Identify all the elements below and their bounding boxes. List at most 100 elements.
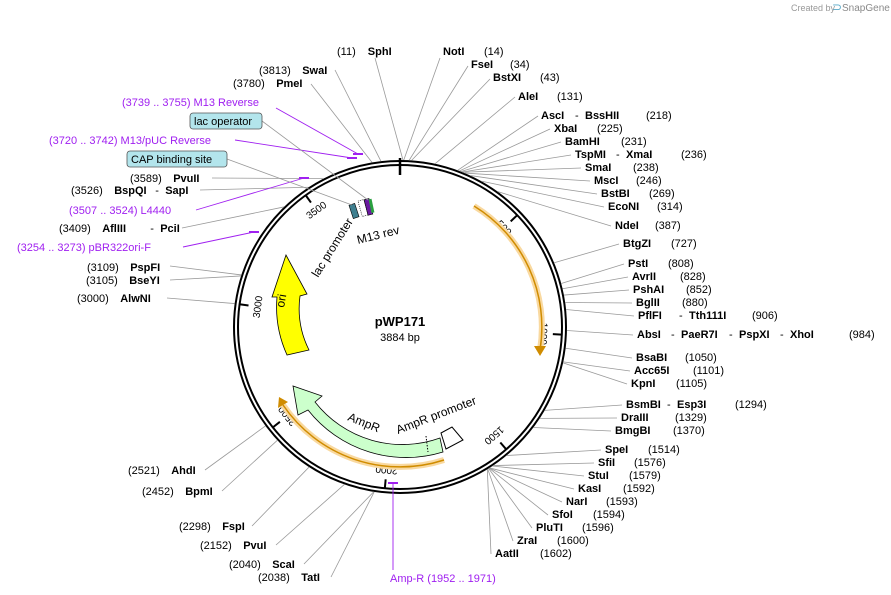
tick-label: 3500 (305, 200, 330, 222)
enzyme-label-smai[interactable]: SmaI(238) (585, 162, 659, 174)
enzyme-label-spei[interactable]: SpeI(1514) (605, 444, 680, 456)
enzyme-name: NdeI (615, 220, 639, 232)
enzyme-label-tati[interactable]: (2038)TatI (258, 572, 320, 584)
cap-site-feature[interactable] (348, 203, 360, 219)
enzyme-position: (11) (337, 46, 356, 58)
enzyme-label-acc65i[interactable]: Acc65I (1101) (634, 365, 724, 377)
enzyme-label-swai[interactable]: (3813)SwaI (259, 65, 327, 77)
enzyme-label-alwni[interactable]: (3000)AlwNI (77, 293, 151, 305)
primer-m13puc[interactable]: (3720 .. 3742) M13/pUC Reverse (49, 135, 357, 159)
enzyme-label-asci[interactable]: AscI-BssHII(218) (541, 110, 672, 122)
enzyme-label-bmgbi[interactable]: BmgBI(1370) (615, 425, 705, 437)
enzyme-label-kasi[interactable]: KasI(1592) (578, 483, 655, 495)
enzyme-label-xbai[interactable]: XbaI(225) (554, 123, 623, 135)
primer-pbr322[interactable]: (3254 .. 3273) pBR322ori-F (17, 231, 259, 254)
ori-feature[interactable] (271, 253, 310, 356)
enzyme-label-econi[interactable]: EcoNI(314) (608, 201, 683, 213)
enzyme-label-ndei[interactable]: NdeI(387) (615, 220, 681, 232)
orf-arrow-2 (282, 404, 445, 468)
enzyme-leader (181, 206, 285, 229)
enzyme-leader (561, 263, 625, 284)
enzyme-leader (533, 427, 612, 432)
enzyme-separator: - (616, 149, 620, 161)
enzyme-label-bpmi[interactable]: (2452)BpmI (142, 486, 213, 498)
enzyme-label-bseyi[interactable]: (3105)BseYI (86, 275, 160, 287)
enzyme-leader (493, 462, 595, 466)
enzyme-label-kpni[interactable]: KpnI(1105) (631, 378, 707, 390)
enzyme-name: ZraI (517, 535, 537, 547)
enzyme-label-nari[interactable]: NarI(1593) (566, 496, 638, 508)
enzyme-name: SapI (165, 185, 188, 197)
enzyme-position: (231) (621, 136, 647, 148)
enzyme-label-afliii[interactable]: (3409)AflIII-PciI (59, 223, 180, 235)
enzyme-label-aatii[interactable]: AatII(1602) (495, 548, 572, 560)
primer-label: (3720 .. 3742) M13/pUC Reverse (49, 135, 211, 147)
tag-leader (261, 120, 369, 201)
enzyme-label-pvui[interactable]: (2152)PvuI (200, 540, 266, 552)
tick-mark (499, 441, 507, 450)
enzyme-label-zrai[interactable]: ZraI(1600) (517, 535, 589, 547)
enzyme-name: PvuI (243, 540, 266, 552)
m13-rev-label: M13 rev (355, 223, 400, 247)
enzyme-label-bstzi[interactable]: BtgZI(727) (623, 238, 697, 250)
enzyme-label-scai[interactable]: (2040)ScaI (229, 559, 295, 571)
enzyme-label-pvuii[interactable]: (3589)PvuII (130, 173, 199, 185)
enzyme-name: NotI (443, 46, 464, 58)
enzyme-name: XmaI (626, 149, 652, 161)
tag-lac-operator[interactable]: lac operator (189, 112, 369, 201)
enzyme-name: PciI (160, 223, 180, 235)
enzyme-label-fspi[interactable]: (2298)FspI (179, 521, 245, 533)
enzyme-label-psti[interactable]: PstI(808) (628, 258, 694, 270)
lac-operator-feature[interactable] (368, 198, 375, 214)
enzyme-position: (3109) (87, 262, 119, 274)
enzyme-label-bsmbi[interactable]: BsmBI-Esp3I(1294) (626, 399, 767, 411)
enzyme-label-pflfi[interactable]: PflFI-Tth111I(906) (638, 310, 778, 322)
enzyme-label-bstbi[interactable]: BstBI(269) (601, 188, 675, 200)
enzyme-label-bglii[interactable]: BglII(880) (636, 297, 708, 309)
enzyme-label-ahdi[interactable]: (2521)AhdI (128, 465, 196, 477)
primer-m13rev[interactable]: (3739 .. 3755) M13 Reverse (122, 97, 363, 155)
primer-ampr[interactable]: Amp-R (1952 .. 1971) (388, 482, 496, 585)
tick-mark (304, 194, 312, 204)
enzyme-label-pspfi[interactable]: (3109)PspFI (87, 262, 160, 274)
primer-l4440[interactable]: (3507 .. 3524) L4440 (69, 177, 309, 217)
enzyme-label-pshai[interactable]: PshAI(852) (633, 284, 712, 296)
ampr-promoter-feature[interactable] (440, 426, 464, 450)
enzyme-label-smai-11[interactable]: (11)SphI (337, 46, 392, 58)
enzyme-name: PluTI (536, 522, 563, 534)
enzyme-leader (481, 180, 605, 208)
enzyme-label-absi[interactable]: AbsI-PaeR7I-PspXI-XhoI(984) (637, 329, 875, 341)
enzyme-label-sfii[interactable]: SfiI(1576) (598, 457, 666, 469)
enzyme-name: Acc65I (634, 365, 669, 377)
enzyme-leader (489, 467, 575, 490)
enzyme-position: (1101) (693, 365, 724, 377)
enzyme-name: AscI (541, 110, 564, 122)
tag-cap-site[interactable]: CAP binding site (126, 150, 353, 206)
enzyme-label-avrii[interactable]: AvrII(828) (632, 271, 706, 283)
orf-arrow-2-head-icon (278, 397, 288, 408)
tag-box (126, 150, 228, 168)
enzyme-name: PmeI (276, 78, 302, 90)
enzyme-label-pmei[interactable]: (3780)PmeI (233, 78, 302, 90)
enzyme-position: (1596) (582, 522, 614, 534)
enzyme-name: Esp3I (677, 399, 706, 411)
enzyme-label-msci[interactable]: MscI(246) (594, 175, 662, 187)
enzyme-label-stui[interactable]: StuI(1579) (588, 470, 661, 482)
enzyme-label-alei[interactable]: AleI(131) (518, 91, 583, 103)
enzyme-label-tspmi[interactable]: TspMI-XmaI(236) (575, 149, 707, 161)
enzyme-label-noti[interactable]: NotI(14) (443, 46, 504, 58)
enzyme-label-bamhi[interactable]: BamHI(231) (565, 136, 647, 148)
enzyme-label-bsabi[interactable]: BsaBI(1050) (636, 352, 717, 364)
ampr-feature[interactable] (292, 385, 444, 458)
enzyme-label-draiii[interactable]: DraIII(1329) (621, 412, 707, 424)
enzyme-name: FspI (222, 521, 245, 533)
enzyme-name: AbsI (637, 329, 661, 341)
enzyme-label-bspqi[interactable]: (3526)BspQI-SapI (71, 185, 188, 197)
enzyme-label-pluti[interactable]: PluTI (1596) (536, 522, 614, 534)
enzyme-leader (169, 265, 242, 276)
enzyme-label-sfoi[interactable]: SfoI(1594) (552, 509, 625, 521)
enzyme-label-fsei[interactable]: FseI(34) (471, 59, 530, 71)
enzyme-label-bstxi[interactable]: BstXI(43) (493, 72, 560, 84)
enzyme-name: BtgZI (623, 238, 651, 250)
